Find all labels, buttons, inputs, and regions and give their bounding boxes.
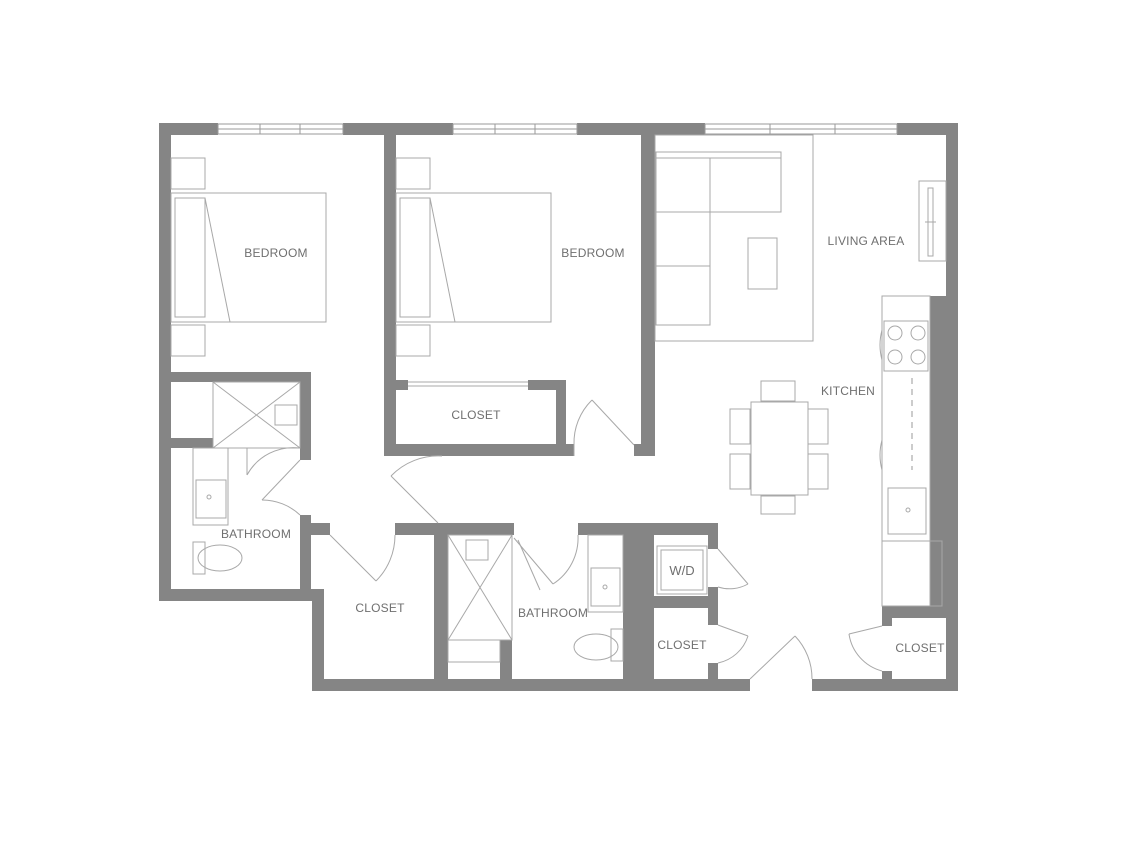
windows [217, 123, 898, 135]
toilet [573, 633, 619, 661]
washer-dryer [656, 545, 708, 595]
vanity [587, 534, 624, 613]
bed [170, 192, 327, 323]
room-label-bedroom-2: BEDROOM [561, 246, 624, 260]
nightstand [395, 324, 431, 357]
room-label-living-area: LIVING AREA [828, 234, 905, 248]
kitchen-fixtures [729, 295, 943, 607]
nightstand [395, 157, 431, 190]
kitchen-closet-door [848, 625, 883, 672]
bathroom-2-fixtures [447, 534, 624, 663]
nightstand [170, 324, 206, 357]
rug [654, 134, 814, 342]
room-label-closet-bedroom-2: CLOSET [451, 408, 501, 422]
room-label-kitchen: KITCHEN [821, 384, 875, 398]
refrigerator [881, 540, 943, 607]
room-label-washer-dryer: W/D [669, 563, 694, 578]
room-label-closet-entry: CLOSET [657, 638, 707, 652]
washer-dryer-fixtures [656, 545, 749, 664]
room-label-bathroom-2: BATHROOM [518, 606, 588, 620]
tv-console [918, 180, 947, 262]
interior-walls [171, 123, 946, 691]
dining-table [750, 401, 809, 496]
kitchen-sink [887, 487, 927, 535]
shower [212, 381, 301, 449]
hall-closet-door [329, 534, 396, 582]
toilet [197, 544, 243, 572]
bedroom-2-furniture [395, 157, 552, 387]
bedroom-doors [390, 399, 635, 524]
room-label-bathroom-1: BATHROOM [221, 527, 291, 541]
room-label-bedroom-1: BEDROOM [244, 246, 307, 260]
entry-door [749, 635, 813, 680]
room-label-closet-hall: CLOSET [355, 601, 405, 615]
sectional-sofa [655, 151, 782, 213]
bedroom-1-furniture [170, 157, 327, 357]
vanity [192, 447, 229, 526]
room-label-closet-kitchen: CLOSET [895, 641, 945, 655]
bathroom-1-fixtures [192, 381, 301, 575]
bed [395, 192, 552, 323]
nightstand [170, 157, 206, 190]
coffee-table [747, 237, 778, 290]
cooktop [883, 320, 929, 372]
living-furniture [654, 134, 947, 342]
counter [881, 295, 931, 607]
